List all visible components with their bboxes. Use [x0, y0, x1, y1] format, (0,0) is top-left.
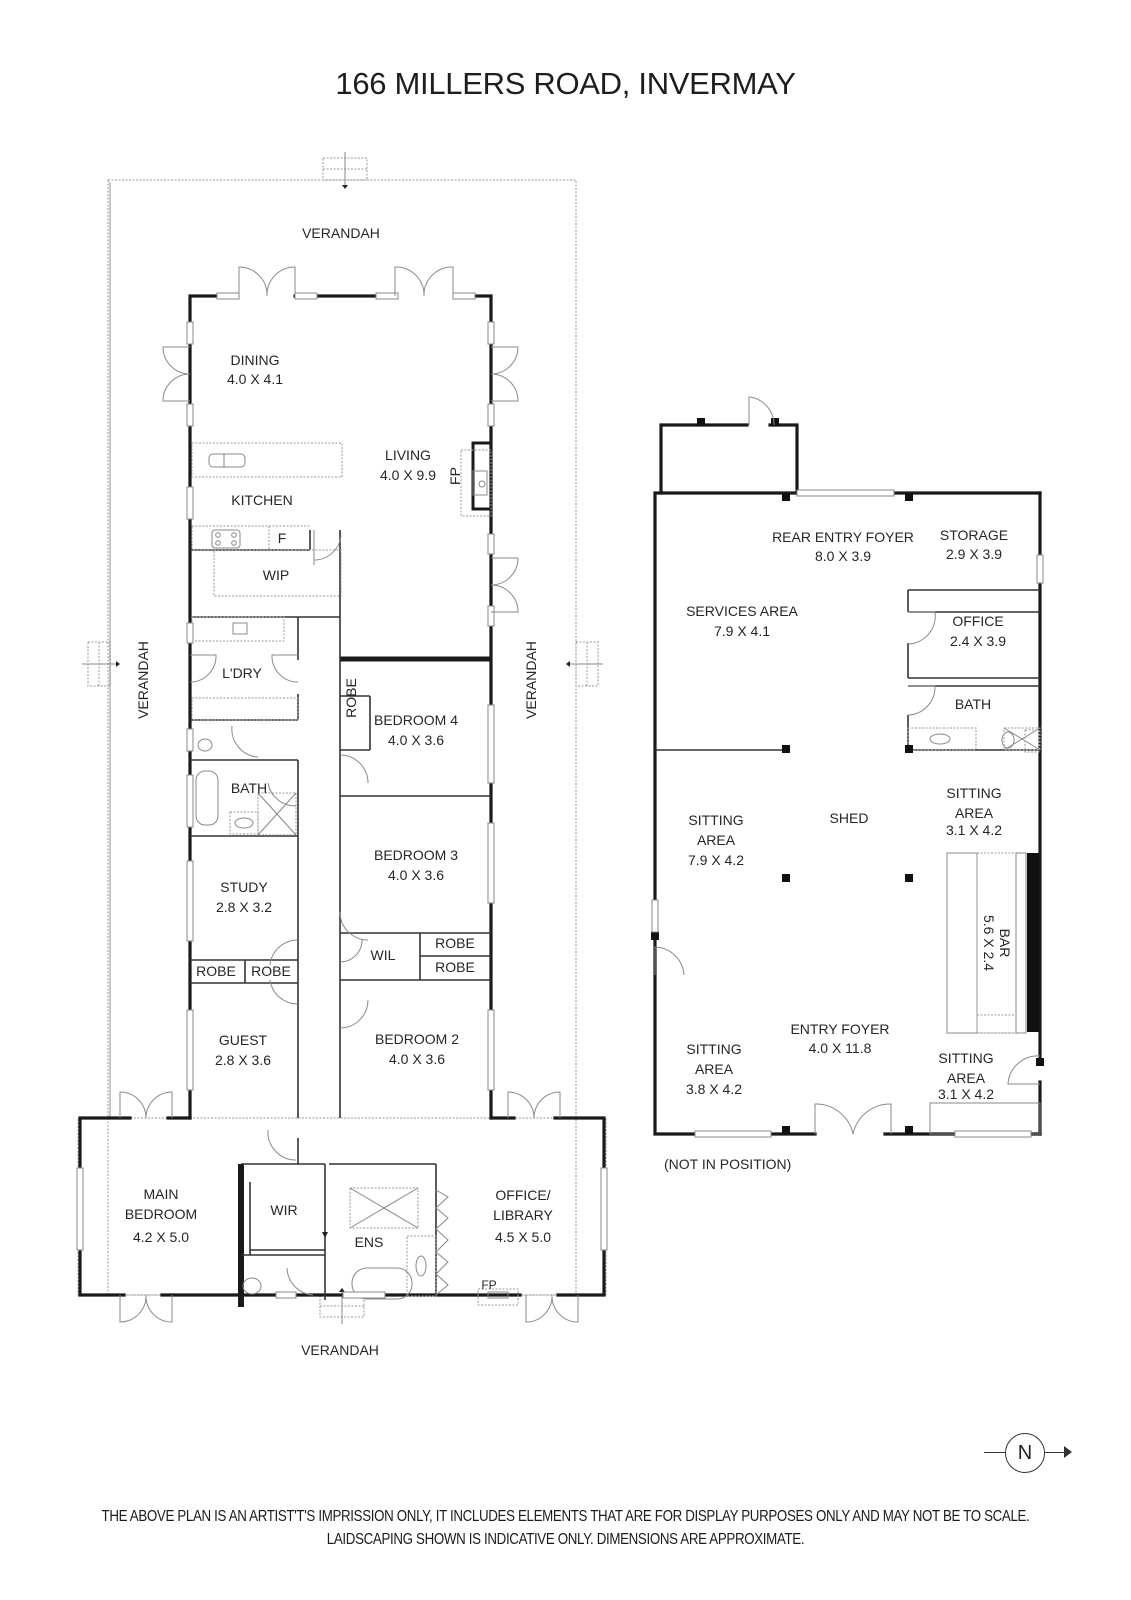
label-sitting-rt-size: 3.1 X 4.2	[946, 822, 1002, 838]
steps-right	[566, 641, 603, 687]
label-sitting-br-1: SITTING	[938, 1050, 993, 1066]
label-living-size: 4.0 X 9.9	[380, 467, 436, 483]
shed-labels: REAR ENTRY FOYER 8.0 X 3.9 STORAGE 2.9 X…	[686, 527, 1013, 1102]
shed-posts	[651, 418, 1044, 1134]
label-office-library-size: 4.5 X 5.0	[495, 1229, 551, 1245]
label-shed: SHED	[830, 810, 869, 826]
steps-top	[322, 152, 368, 189]
label-fridge: F	[278, 530, 287, 546]
label-main-bedroom-1: MAIN	[144, 1186, 179, 1202]
house-windows	[76, 292, 608, 1299]
label-sitting-left-2: AREA	[697, 832, 736, 848]
house-doors	[119, 266, 579, 1323]
living-fireplace	[460, 441, 493, 517]
steps-left	[82, 641, 120, 687]
label-laundry: L'DRY	[222, 665, 262, 681]
disclaimer-line-2: LAIDSCAPING SHOWN IS INDICATIVE ONLY. DI…	[326, 1531, 805, 1548]
label-robe-study-1: ROBE	[196, 963, 236, 979]
label-office-library-1: OFFICE/	[495, 1187, 550, 1203]
label-sitting-bl-size: 3.8 X 4.2	[686, 1081, 742, 1097]
label-kitchen: KITCHEN	[231, 492, 292, 508]
label-storage: STORAGE	[940, 527, 1008, 543]
label-guest: GUEST	[219, 1032, 268, 1048]
label-entry-foyer: ENTRY FOYER	[790, 1021, 889, 1037]
label-office-fp: FP	[481, 1278, 496, 1292]
label-bar-size: 5.6 X 2.4	[981, 915, 997, 971]
shed-doors	[654, 396, 1041, 1135]
label-main-bedroom-2: BEDROOM	[125, 1206, 197, 1222]
label-ens: ENS	[355, 1234, 384, 1250]
label-entry-foyer-size: 4.0 X 11.8	[809, 1040, 872, 1056]
house-plan: VERANDAH DINING 4.0 X 4.1 LIVING 4.0 X 9…	[76, 152, 608, 1358]
label-wip: WIP	[263, 567, 289, 583]
label-shed-office: OFFICE	[952, 613, 1003, 629]
label-sitting-bl-1: SITTING	[686, 1041, 741, 1057]
label-services-area-size: 7.9 X 4.1	[714, 623, 770, 639]
label-study-size: 2.8 X 3.2	[216, 899, 272, 915]
compass-line	[1045, 1452, 1069, 1453]
label-dining: DINING	[231, 352, 280, 368]
label-verandah-left: VERANDAH	[135, 641, 151, 719]
label-rear-entry-foyer-size: 8.0 X 3.9	[815, 548, 871, 564]
label-sitting-left-size: 7.9 X 4.2	[688, 852, 744, 868]
label-verandah-right: VERANDAH	[523, 641, 539, 719]
label-bedroom2-size: 4.0 X 3.6	[389, 1051, 445, 1067]
north-icon: N	[1005, 1433, 1045, 1473]
label-verandah-bottom: VERANDAH	[301, 1342, 379, 1358]
shed-plan: REAR ENTRY FOYER 8.0 X 3.9 STORAGE 2.9 X…	[651, 396, 1044, 1138]
label-shed-office-size: 2.4 X 3.9	[950, 633, 1006, 649]
shed-windows	[651, 489, 1044, 1138]
label-sitting-bl-2: AREA	[695, 1061, 734, 1077]
label-living-fp: FP	[447, 467, 463, 485]
label-bath: BATH	[231, 780, 267, 796]
house-labels: VERANDAH DINING 4.0 X 4.1 LIVING 4.0 X 9…	[125, 225, 554, 1358]
compass-line	[984, 1452, 1005, 1453]
label-verandah-top: VERANDAH	[302, 225, 380, 241]
label-study: STUDY	[220, 879, 268, 895]
ensuite-fixtures	[242, 1187, 519, 1306]
label-bedroom4: BEDROOM 4	[374, 712, 458, 728]
label-dining-size: 4.0 X 4.1	[227, 371, 283, 387]
label-sitting-left-1: SITTING	[688, 812, 743, 828]
label-robe-bed2: ROBE	[435, 959, 475, 975]
label-robe-bed4: ROBE	[343, 678, 359, 718]
shed-interior-walls	[655, 589, 1040, 751]
label-sitting-br-2: AREA	[947, 1070, 986, 1086]
label-bedroom4-size: 4.0 X 3.6	[388, 732, 444, 748]
label-rear-entry-foyer: REAR ENTRY FOYER	[772, 529, 914, 545]
label-shed-bath: BATH	[955, 696, 991, 712]
label-main-bedroom-size: 4.2 X 5.0	[133, 1229, 189, 1245]
bath-fixtures	[195, 738, 297, 836]
plan-title: 166 MILLERS ROAD, INVERMAY	[335, 66, 796, 101]
shed-position-note: (NOT IN POSITION)	[664, 1156, 792, 1172]
label-bedroom2: BEDROOM 2	[375, 1031, 459, 1047]
label-robe-bed3: ROBE	[435, 935, 475, 951]
label-wir: WIR	[270, 1202, 297, 1218]
label-sitting-rt-1: SITTING	[946, 785, 1001, 801]
shed-fixtures	[907, 727, 1041, 1135]
arrow-right-icon	[1064, 1446, 1072, 1458]
label-living: LIVING	[385, 447, 431, 463]
label-bedroom3-size: 4.0 X 3.6	[388, 867, 444, 883]
label-robe-study-2: ROBE	[251, 963, 291, 979]
label-guest-size: 2.8 X 3.6	[215, 1052, 271, 1068]
label-sitting-br-size: 3.1 X 4.2	[938, 1086, 994, 1102]
house-interior-walls	[190, 530, 491, 1300]
label-office-library-2: LIBRARY	[493, 1207, 553, 1223]
label-bar: BAR	[997, 929, 1013, 958]
label-services-area: SERVICES AREA	[686, 603, 798, 619]
label-wil: WIL	[371, 947, 396, 963]
label-storage-size: 2.9 X 3.9	[946, 546, 1002, 562]
label-bedroom3: BEDROOM 3	[374, 847, 458, 863]
kitchen-fixtures	[191, 442, 343, 721]
disclaimer-line-1: THE ABOVE PLAN IS AN ARTIST'T'S IMPRISSI…	[101, 1508, 1030, 1525]
label-sitting-rt-2: AREA	[955, 805, 994, 821]
